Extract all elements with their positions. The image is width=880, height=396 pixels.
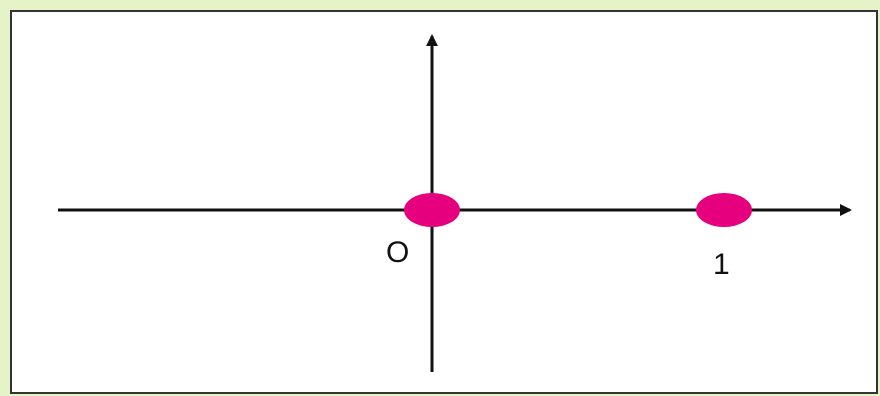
- unit-point: [696, 193, 752, 227]
- unit-label: 1: [713, 248, 730, 281]
- origin-point: [404, 193, 460, 227]
- origin-label: O: [386, 236, 409, 269]
